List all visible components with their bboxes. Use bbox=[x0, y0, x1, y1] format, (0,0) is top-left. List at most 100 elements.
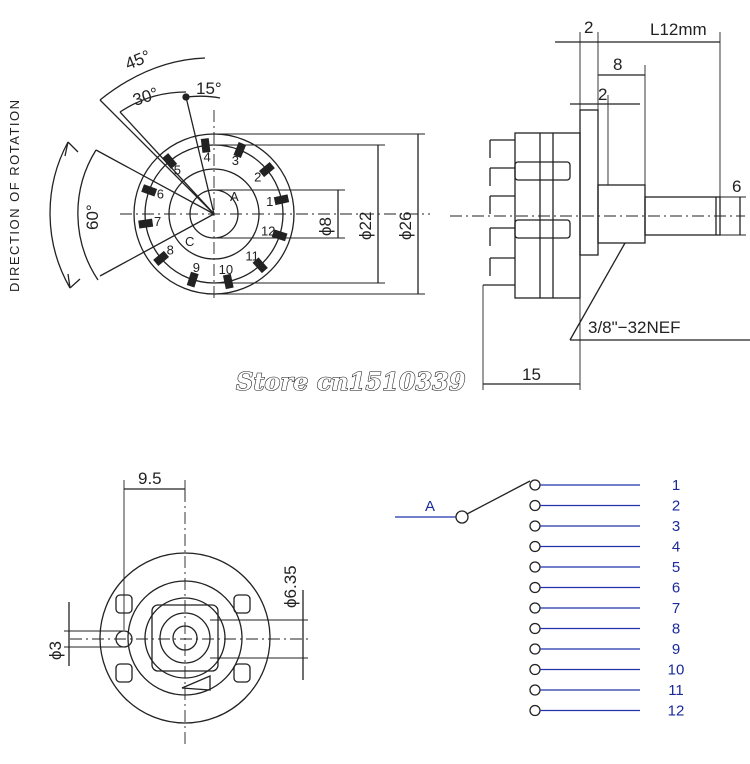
schematic-output: 10 bbox=[529, 662, 685, 679]
terminal-pads bbox=[138, 138, 290, 290]
rear-tab-marker bbox=[181, 675, 211, 691]
terminal-number: 2 bbox=[254, 169, 261, 184]
schematic-output: 2 bbox=[529, 498, 680, 515]
schematic-output: 3 bbox=[529, 518, 680, 535]
terminal-number: 12 bbox=[261, 224, 275, 239]
terminal-pad bbox=[271, 229, 288, 242]
terminal-pad bbox=[141, 184, 158, 197]
terminal-number: 3 bbox=[232, 153, 239, 168]
angle-arc-30 bbox=[119, 91, 187, 113]
front-view: DIRECTION OF ROTATION bbox=[7, 57, 430, 300]
schematic-output: 4 bbox=[529, 539, 680, 556]
output-contact bbox=[529, 520, 541, 532]
output-label: 12 bbox=[668, 703, 685, 720]
schematic bbox=[395, 480, 531, 524]
rear-shaft-circle bbox=[159, 612, 211, 664]
rotation-label: DIRECTION OF ROTATION bbox=[7, 98, 22, 292]
dim-3-label: ϕ3 bbox=[46, 641, 65, 660]
output-label: 4 bbox=[672, 539, 680, 556]
angle-60-label: 60° bbox=[83, 204, 102, 230]
terminal-number: 10 bbox=[219, 262, 233, 277]
output-label: 1 bbox=[672, 477, 680, 494]
output-label: 9 bbox=[672, 641, 680, 658]
terminal-pad bbox=[162, 153, 178, 170]
output-contact bbox=[529, 540, 541, 553]
angle-arc-15 bbox=[185, 95, 221, 99]
radial-15 bbox=[185, 96, 215, 215]
output-contact bbox=[529, 704, 541, 717]
schematic-input-label: A bbox=[425, 498, 435, 515]
terminal-number: 7 bbox=[154, 214, 161, 229]
terminal-number: 11 bbox=[245, 248, 259, 263]
terminal-number: 4 bbox=[203, 149, 210, 164]
terminal-pins bbox=[483, 139, 571, 286]
schematic-output: 12 bbox=[529, 703, 685, 720]
schematic-output: 5 bbox=[529, 559, 680, 576]
output-contact bbox=[529, 684, 541, 696]
d22-label: ϕ22 bbox=[356, 212, 375, 240]
terminal-pad bbox=[186, 271, 199, 288]
output-contact bbox=[529, 643, 541, 655]
rear-hole-tr bbox=[233, 594, 251, 614]
thread-label: 3/8"−32NEF bbox=[588, 318, 681, 337]
output-contact bbox=[529, 561, 541, 573]
output-contact bbox=[529, 622, 541, 635]
dim-6-35-label: ϕ6.35 bbox=[281, 565, 300, 608]
dim-15-label: 15 bbox=[522, 365, 541, 384]
output-contact bbox=[529, 602, 541, 614]
angle-30-label: 30° bbox=[130, 84, 160, 110]
terminal-number: 6 bbox=[157, 187, 164, 202]
dim-2-top-label: 2 bbox=[584, 18, 593, 37]
schematic-wiper bbox=[466, 480, 531, 515]
front-view-labels: 45° 30° 15° 60° A C ϕ8 ϕ22 ϕ26 bbox=[83, 46, 415, 249]
rear-view bbox=[64, 480, 310, 745]
rotation-arrow-head-top bbox=[64, 141, 79, 157]
output-contact bbox=[529, 663, 541, 676]
output-contact bbox=[529, 479, 541, 491]
store-watermark: Store cn1510339 bbox=[236, 367, 466, 396]
angle-45-label: 45° bbox=[122, 46, 153, 73]
terminal-pad bbox=[258, 162, 275, 178]
dim-9-5-label: 9.5 bbox=[138, 469, 162, 488]
terminal-pad bbox=[200, 138, 211, 153]
d8-label: ϕ8 bbox=[316, 217, 335, 236]
angle-15-label: 15° bbox=[196, 79, 222, 98]
output-label: 8 bbox=[672, 621, 680, 638]
output-label: 2 bbox=[672, 498, 680, 515]
radial-60 bbox=[95, 149, 215, 215]
rear-hole-bl bbox=[115, 663, 133, 683]
rotation-arrow-head-bottom bbox=[67, 273, 81, 289]
terminal-pad bbox=[233, 142, 247, 158]
schematic-output: 9 bbox=[529, 641, 680, 658]
dim-length-label: L12mm bbox=[650, 20, 707, 39]
output-label: 3 bbox=[672, 518, 680, 535]
schematic-output: 8 bbox=[529, 621, 680, 638]
side-view bbox=[450, 32, 750, 390]
schematic-output: 6 bbox=[529, 580, 680, 597]
thread-leader bbox=[569, 242, 626, 341]
output-label: 6 bbox=[672, 580, 680, 597]
schematic-common-contact bbox=[455, 510, 469, 524]
common-terminal-label: A bbox=[230, 189, 239, 204]
mounting-flange bbox=[579, 109, 599, 256]
output-label: 10 bbox=[668, 662, 685, 679]
threaded-bushing bbox=[597, 184, 646, 244]
angle-arc-60 bbox=[77, 149, 99, 281]
output-label: 7 bbox=[672, 600, 680, 617]
terminal-pad bbox=[138, 218, 154, 229]
rear-hole-br bbox=[233, 663, 251, 683]
terminal-pad bbox=[252, 257, 268, 274]
output-label: 11 bbox=[668, 682, 684, 699]
rear-outer-circle bbox=[99, 552, 271, 724]
output-contact bbox=[529, 499, 541, 512]
dim-8-label: 8 bbox=[613, 55, 622, 74]
terminal-number: 8 bbox=[167, 243, 174, 258]
terminal-pad bbox=[273, 194, 290, 206]
angle-arc-45 bbox=[99, 57, 206, 101]
terminal-number: 1 bbox=[266, 194, 273, 209]
rotation-arrow bbox=[49, 141, 71, 289]
terminal-number: 5 bbox=[174, 162, 181, 177]
